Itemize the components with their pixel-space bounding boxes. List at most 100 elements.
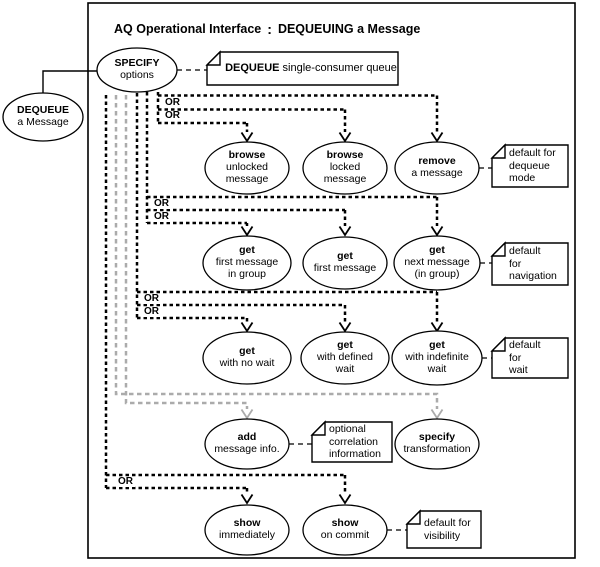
ellipse-get-indefinite (391, 330, 483, 386)
row1-branch-browse-locked (158, 108, 347, 132)
ellipse-get-defined (300, 331, 390, 385)
arrow-add-info (240, 409, 254, 420)
arrow-remove (430, 132, 444, 143)
row2-branch-get-first-group (147, 221, 249, 226)
node-line: message (225, 172, 269, 185)
node-line: options (120, 69, 154, 81)
arrow-get-next (430, 226, 444, 237)
ellipse-get-no-wait (202, 331, 292, 385)
node-line: get (239, 244, 255, 257)
ellipse-browse-unlocked (204, 141, 290, 195)
node-browse-locked-message: browse locked message (303, 142, 387, 194)
note-line: optional (329, 423, 366, 436)
row2-branch-get-next (147, 195, 439, 226)
node-line: a message (411, 167, 463, 179)
node-show-on-commit: show on commit (303, 505, 387, 555)
diagram-title: AQ Operational Interface:DEQUEUING a Mes… (114, 20, 421, 37)
note-navigation-fold (490, 241, 506, 257)
arrow-show-commit (338, 494, 352, 505)
note-line: default for (509, 147, 556, 160)
note-correlation-fold (310, 420, 326, 436)
outer-frame (87, 2, 576, 559)
note-line: for (509, 257, 522, 270)
node-specify-transformation: specify transformation (395, 419, 479, 469)
node-line: get (429, 339, 445, 352)
arrow-get-first (338, 226, 352, 237)
note-single-consumer-fold (205, 50, 221, 66)
node-line: wait (335, 362, 355, 375)
ellipse-get-next (393, 235, 481, 291)
node-line: with defined (316, 351, 374, 364)
note-wait-fold (490, 336, 506, 352)
node-remove-a-message: remove a message (395, 142, 479, 194)
note-line: navigation (509, 270, 557, 283)
or-label-row3-a: OR (142, 293, 161, 304)
row4-branch-add-info (124, 95, 249, 409)
note-optional-correlation-information: optional correlation information (312, 422, 392, 462)
ellipse-get-first (302, 236, 388, 290)
note-line: default (509, 339, 541, 352)
node-line: transformation (403, 443, 471, 455)
node-line: SPECIFY (114, 57, 160, 70)
note-line: default (509, 245, 541, 258)
note-default-dequeue-mode: default for dequeue mode (492, 145, 568, 187)
node-line: a Message (17, 116, 69, 128)
note-line: information (329, 448, 381, 461)
node-browse-unlocked-message: browse unlocked message (205, 142, 289, 194)
node-line: browse (326, 149, 364, 162)
note-line: correlation (329, 435, 379, 448)
ellipse-show-commit (302, 504, 388, 556)
node-get-with-defined-wait: get with defined wait (301, 332, 389, 384)
node-get-next-message-in-group: get next message (in group) (394, 236, 480, 290)
arrow-show-immediately (240, 494, 254, 505)
node-line: specify (418, 431, 456, 444)
node-dequeue-a-message: DEQUEUE a Message (3, 93, 83, 141)
row5-branch-immediately (106, 486, 249, 494)
node-line: with indefinite (405, 351, 469, 364)
note-connectors (177, 69, 492, 531)
or-label-row1-a: OR (163, 97, 182, 108)
arrow-get-defined (338, 322, 352, 333)
node-line: (in group) (414, 267, 460, 280)
note-visibility-fold (405, 509, 421, 525)
row3-branch-no-wait (137, 316, 249, 322)
node-line: first message (215, 256, 279, 269)
node-line: locked (329, 161, 361, 174)
arrow-get-first-group (240, 226, 254, 237)
connector-dequeue-to-specify (42, 70, 97, 93)
node-line: remove (418, 155, 456, 168)
node-line: show (233, 517, 261, 530)
node-line: in group (228, 267, 266, 280)
node-line: get (429, 244, 445, 257)
ellipse-dequeue-message (2, 92, 84, 142)
row4-branch-transformation (114, 95, 439, 409)
note-line: mode (509, 172, 536, 185)
arrowheads-gray (240, 409, 444, 420)
ellipse-browse-locked (302, 141, 388, 195)
node-get-first-message-in-group: get first message in group (203, 236, 291, 290)
note-line: dequeue (509, 159, 550, 172)
or-label-row1-b: OR (163, 110, 182, 121)
node-line: add (237, 431, 257, 444)
node-line: browse (228, 149, 266, 162)
node-get-with-no-wait: get with no wait (203, 332, 291, 384)
note-dequeue-mode-fold (490, 143, 506, 159)
node-get-first-message: get first message (303, 237, 387, 289)
note-default-wait: default for wait (492, 338, 568, 378)
node-line: first message (313, 262, 377, 274)
ellipse-specify-transform (394, 418, 480, 470)
node-ellipses (2, 47, 483, 556)
title-right: DEQUEUING a Message (277, 22, 421, 36)
node-specify-options: SPECIFY options (97, 48, 177, 92)
node-line: get (239, 345, 255, 358)
arrow-get-no-wait (240, 322, 254, 333)
node-show-immediately: show immediately (205, 505, 289, 555)
arrow-specify-transform (430, 409, 444, 420)
note-default-visibility: default for visibility (407, 511, 481, 548)
node-line: show (331, 517, 359, 530)
note-line: wait (509, 364, 528, 377)
or-label-row5: OR (116, 476, 135, 487)
title-left: AQ Operational Interface (114, 22, 262, 36)
